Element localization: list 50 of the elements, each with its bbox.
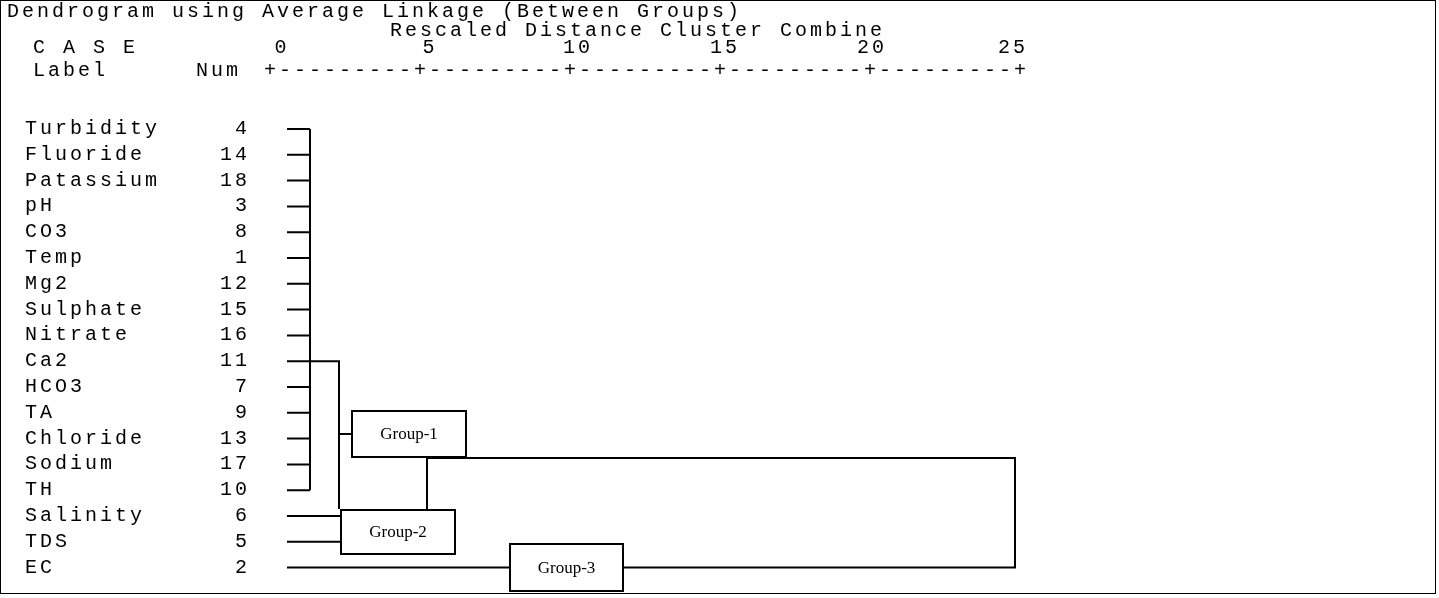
connector — [426, 457, 428, 510]
case-label: Sulphate — [25, 298, 145, 321]
axis-ruler: +---------+---------+---------+---------+---------+ — [264, 60, 1030, 82]
case-label: Chloride — [25, 427, 145, 450]
case-number: 4 — [235, 118, 250, 140]
case-label: Nitrate — [25, 324, 130, 347]
tick-label: 15 — [710, 37, 740, 59]
case-label: pH — [25, 195, 55, 218]
column-header: Label — [33, 60, 108, 82]
case-number: 7 — [235, 376, 250, 398]
case-number: 5 — [235, 530, 250, 553]
case-label: Mg2 — [25, 272, 70, 295]
case-number: 17 — [220, 453, 250, 476]
column-header: C A S E — [33, 37, 138, 59]
case-number: 13 — [220, 427, 250, 450]
case-number: 6 — [235, 505, 250, 527]
group-box: Group-2 — [340, 509, 456, 555]
case-number: 3 — [235, 195, 250, 218]
case-number: 12 — [220, 272, 250, 295]
case-label: EC — [25, 556, 55, 579]
tick-label: 10 — [563, 37, 593, 59]
tick-label: 0 — [274, 37, 290, 59]
case-label: Patassium — [25, 169, 161, 192]
tick-label: 20 — [857, 37, 887, 59]
case-number: 9 — [235, 401, 250, 424]
case-label: Fluoride — [25, 143, 145, 166]
case-label: TDS — [25, 530, 70, 553]
case-number: 11 — [220, 350, 250, 373]
case-label: HCO3 — [25, 376, 85, 398]
case-number: 14 — [220, 143, 250, 166]
case-number: 10 — [220, 479, 250, 502]
case-label: TH — [25, 479, 55, 502]
case-label: Salinity — [25, 505, 145, 527]
case-number: 1 — [235, 247, 250, 269]
case-number: 2 — [235, 556, 250, 579]
case-label: Ca2 — [25, 350, 70, 373]
case-number: 18 — [220, 169, 250, 192]
case-label: Turbidity — [25, 118, 161, 140]
column-header: Num — [196, 60, 241, 82]
case-label: Temp — [25, 247, 85, 269]
tick-label: 25 — [998, 37, 1028, 59]
case-label: TA — [25, 401, 55, 424]
tick-label: 5 — [422, 37, 438, 59]
case-number: 16 — [220, 324, 250, 347]
group-box: Group-1 — [351, 410, 467, 458]
group-box: Group-3 — [509, 543, 624, 592]
case-number: 8 — [235, 221, 250, 244]
case-label: Sodium — [25, 453, 115, 476]
case-label: CO3 — [25, 221, 70, 244]
case-number: 15 — [220, 298, 250, 321]
